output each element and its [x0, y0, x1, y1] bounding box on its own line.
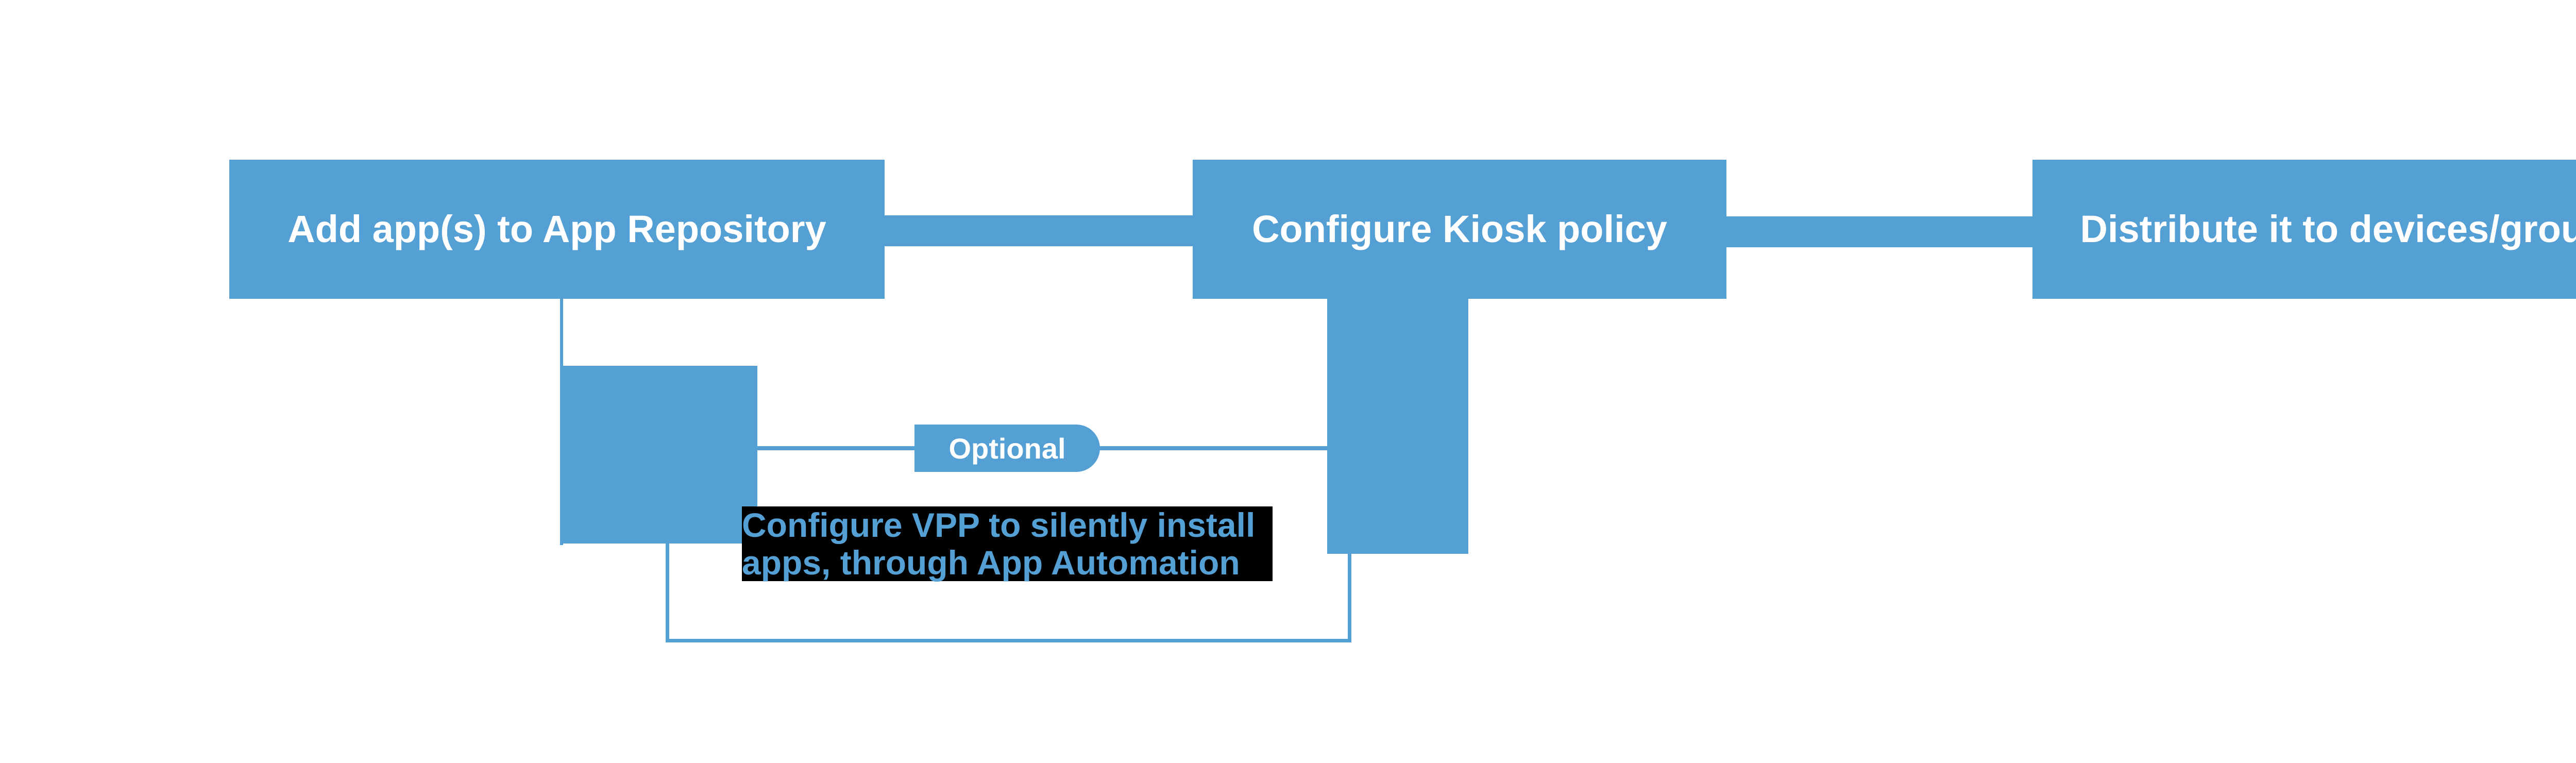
connector-kiosk-policy-to-distribute	[1723, 216, 2035, 247]
connector-loop-down	[1348, 552, 1351, 642]
connector-loop-bottom	[666, 639, 1351, 642]
vpp-automation-note[interactable]: Configure VPP to silently install apps, …	[742, 506, 1273, 582]
connector-loop-up	[666, 542, 669, 642]
node-distribute-to-devices[interactable]: Distribute it to devices/groups	[2032, 160, 2576, 299]
node-configure-kiosk-policy[interactable]: Configure Kiosk policy	[1193, 160, 1726, 299]
branch-right-block	[1327, 291, 1468, 554]
connector-optional-to-right-block	[1097, 446, 1329, 450]
connector-left-block-to-optional	[755, 446, 918, 450]
branch-left-block	[561, 366, 1230, 763]
node-add-apps[interactable]: Add app(s) to App Repository	[229, 160, 885, 299]
branch-left-block-divider	[1227, 733, 1230, 763]
optional-badge[interactable]: Optional	[914, 425, 1100, 472]
connector-add-apps-to-kiosk-policy	[882, 215, 1195, 246]
